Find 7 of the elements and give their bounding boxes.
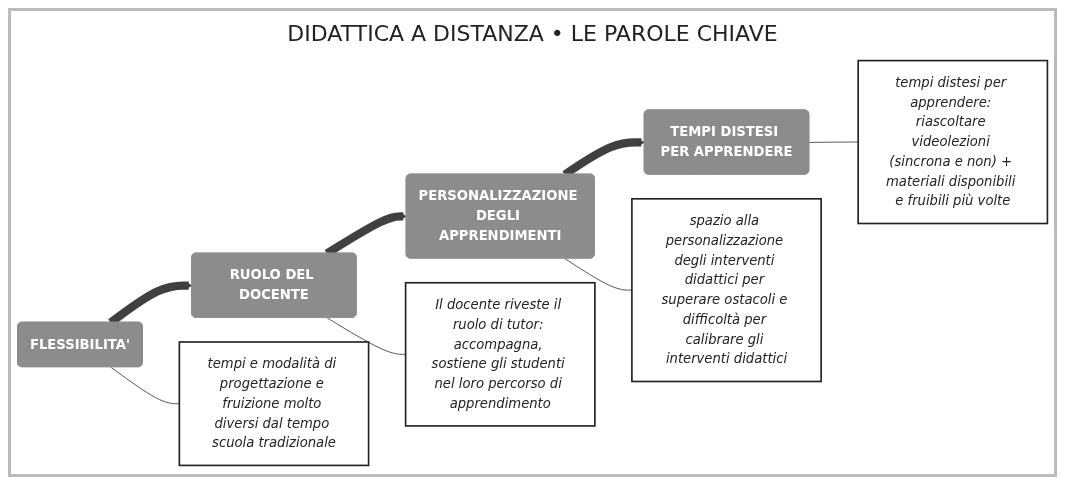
connector [808, 141, 859, 143]
diagram-title: DIDATTICA A DISTANZA • LE PAROLE CHIAVE [287, 21, 778, 46]
node-box: spazio alla personalizzazione degli interventi didattici per superare ostacoli e difficoltà per calibrare gli interventi didattici [631, 198, 822, 383]
node-box: tempi e modalità di progettazione e fruizione molto diversi dal tempo scuola tradizionale [178, 341, 370, 467]
node-box: tempi distesi per apprendere: riascoltare videolezioni (sincrona e non) + materiali disponibili e fruibili più volte [857, 59, 1049, 225]
node-box: Il docente riveste il ruolo di tutor: accompagna, sostiene gli studenti nel loro percorso di apprendimento [404, 281, 596, 427]
connector [110, 366, 180, 405]
